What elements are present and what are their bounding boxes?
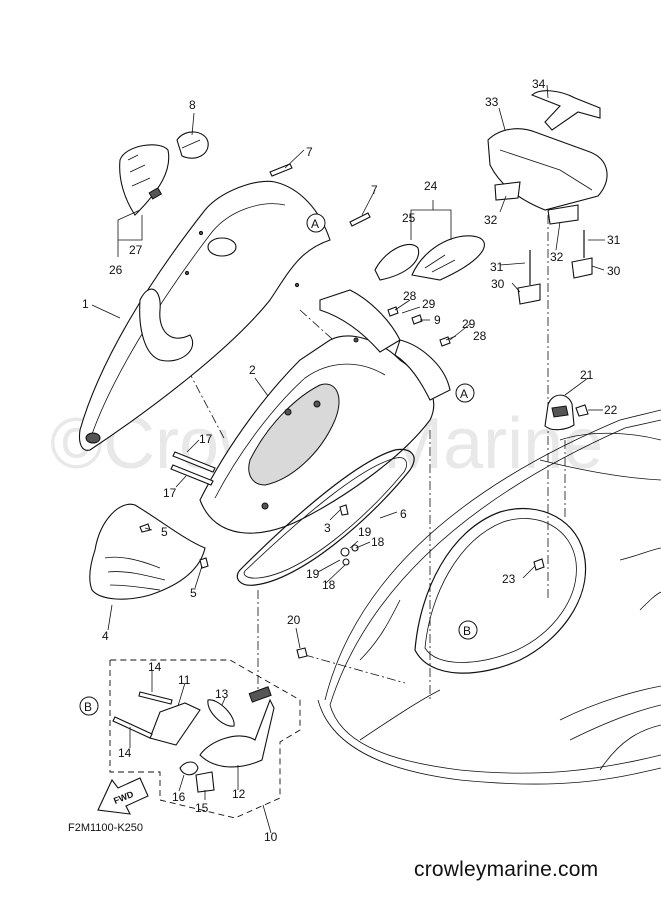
site-watermark: crowleymarine.com <box>414 858 599 881</box>
callout-8: 8 <box>189 98 196 112</box>
callout-31a: 31 <box>490 260 504 274</box>
callout-2: 2 <box>249 363 256 377</box>
callout-19b: 19 <box>306 567 320 581</box>
callout-4: 4 <box>102 629 109 643</box>
callout-30b: 30 <box>607 264 621 278</box>
callout-15: 15 <box>195 801 209 815</box>
callout-19a: 19 <box>358 525 372 539</box>
callout-7a: 7 <box>306 145 313 159</box>
callout-27: 27 <box>129 243 143 257</box>
callout-18a: 18 <box>371 535 385 549</box>
callout-24: 24 <box>424 179 438 193</box>
callout-34: 34 <box>532 77 546 91</box>
callout-22: 22 <box>604 403 618 417</box>
callout-23: 23 <box>502 572 516 586</box>
callout-33: 33 <box>485 95 499 109</box>
callout-leaders <box>91 84 605 834</box>
hood-cover <box>78 180 331 451</box>
callout-31b: 31 <box>607 233 621 247</box>
callout-9: 9 <box>434 313 441 327</box>
callout-6: 6 <box>400 507 407 521</box>
callout-32b: 32 <box>550 250 564 264</box>
callout-13: 13 <box>215 687 229 701</box>
ref-a-1: A <box>311 217 319 231</box>
callout-25: 25 <box>402 211 416 225</box>
callout-17b: 17 <box>163 486 177 500</box>
callout-20: 20 <box>287 613 301 627</box>
storage-bin <box>199 289 451 534</box>
callout-1: 1 <box>82 297 89 311</box>
callout-14a: 14 <box>148 660 162 674</box>
fasteners <box>139 306 589 659</box>
callout-30a: 30 <box>491 277 505 291</box>
callout-26: 26 <box>109 263 123 277</box>
callout-17a: 17 <box>199 432 213 446</box>
hull-deck <box>317 409 661 785</box>
callout-16: 16 <box>172 790 186 804</box>
cap-part <box>176 131 209 159</box>
callout-11: 11 <box>178 673 191 687</box>
callout-12: 12 <box>232 787 246 801</box>
side-vent-part <box>119 144 170 216</box>
callout-5b: 5 <box>190 586 197 600</box>
callout-5a: 5 <box>161 525 168 539</box>
callout-numbers: 1 2 3 4 5 5 6 7 7 8 9 10 11 12 13 14 14 … <box>82 77 621 844</box>
callout-10: 10 <box>264 830 278 844</box>
ref-b-1: B <box>463 624 471 638</box>
callout-29a: 29 <box>422 297 436 311</box>
storage-box <box>487 90 608 305</box>
bin-gasket <box>236 448 415 586</box>
latch-assembly <box>109 659 301 819</box>
callout-28a: 28 <box>403 289 417 303</box>
callout-18b: 18 <box>322 578 336 592</box>
ref-b-2: B <box>84 700 92 714</box>
fwd-arrow: FWD <box>97 777 149 815</box>
front-grill <box>89 503 206 600</box>
diagram-code: F2M1100-K250 <box>68 822 144 834</box>
callout-28b: 28 <box>473 329 487 343</box>
side-panels <box>374 235 485 281</box>
ref-markers: A A B B <box>79 213 478 716</box>
clip-part <box>544 394 575 431</box>
callout-14b: 14 <box>118 746 132 760</box>
callout-7b: 7 <box>371 183 378 197</box>
callout-29b: 29 <box>462 317 476 331</box>
callout-32a: 32 <box>484 213 498 227</box>
ref-a-2: A <box>460 387 468 401</box>
callout-21: 21 <box>580 368 594 382</box>
callout-3: 3 <box>324 521 331 535</box>
